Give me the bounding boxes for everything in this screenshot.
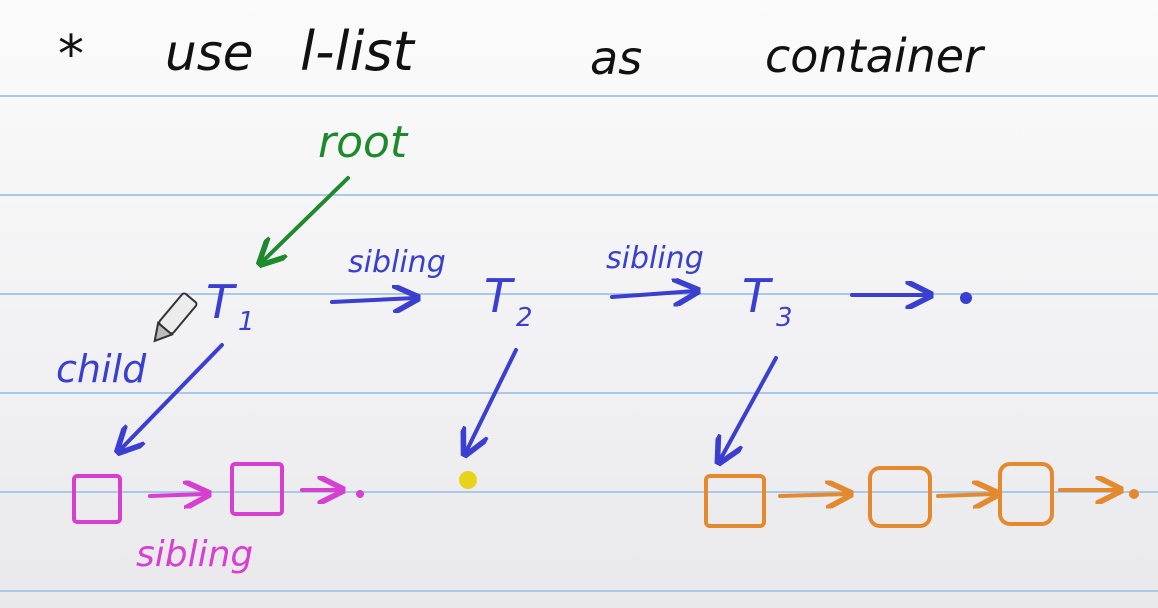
heading-word-use: use <box>165 24 254 82</box>
child-list-t1 <box>72 462 340 524</box>
child-arrow-t3 <box>720 356 778 460</box>
list-node-box <box>230 462 284 516</box>
node-t2-subscript: 2 <box>516 303 533 333</box>
child-arrow-t1 <box>120 343 224 450</box>
sibling-arrow-t2-t3 <box>610 291 695 297</box>
heading: * use l-list as container <box>58 20 986 85</box>
list-node-box <box>72 474 122 524</box>
node-t2-letter: T <box>484 269 516 323</box>
sibling-label-1: sibling <box>348 245 446 280</box>
node-t1: T 1 <box>206 275 255 337</box>
list-node-box <box>704 474 766 528</box>
root-label: root <box>318 117 409 168</box>
node-t3: T 3 <box>742 269 793 333</box>
child-arrow-t2 <box>466 348 518 452</box>
pencil-icon <box>153 292 198 343</box>
list-link-arrow <box>936 494 995 496</box>
empty-list-dot-yellow <box>459 471 477 489</box>
heading-word-container: container <box>765 29 986 83</box>
sibling-label-2: sibling <box>606 241 704 276</box>
list-end-dot-orange <box>1129 489 1139 499</box>
node-t1-letter: T <box>206 275 238 329</box>
ruled-lines <box>0 95 1158 592</box>
child-list-t3 <box>704 462 1118 528</box>
child-label: child <box>56 347 147 391</box>
node-t1-subscript: 1 <box>238 307 255 337</box>
list-node-box <box>998 462 1054 526</box>
heading-word-llist: l-list <box>300 20 416 83</box>
node-t3-letter: T <box>742 269 774 323</box>
node-t3-subscript: 3 <box>776 303 793 333</box>
sibling-label-bottom: sibling <box>136 534 253 575</box>
sibling-arrow-t1-t2 <box>330 298 415 302</box>
list-end-dot-top <box>960 292 972 304</box>
list-end-dot-magenta <box>356 490 364 498</box>
heading-bullet: * <box>58 25 84 85</box>
root-arrow <box>262 176 350 262</box>
list-link-arrow <box>148 494 206 496</box>
list-link-arrow <box>778 494 848 496</box>
heading-word-as: as <box>590 31 642 85</box>
node-t2: T 2 <box>484 269 533 333</box>
list-node-box <box>868 466 932 528</box>
